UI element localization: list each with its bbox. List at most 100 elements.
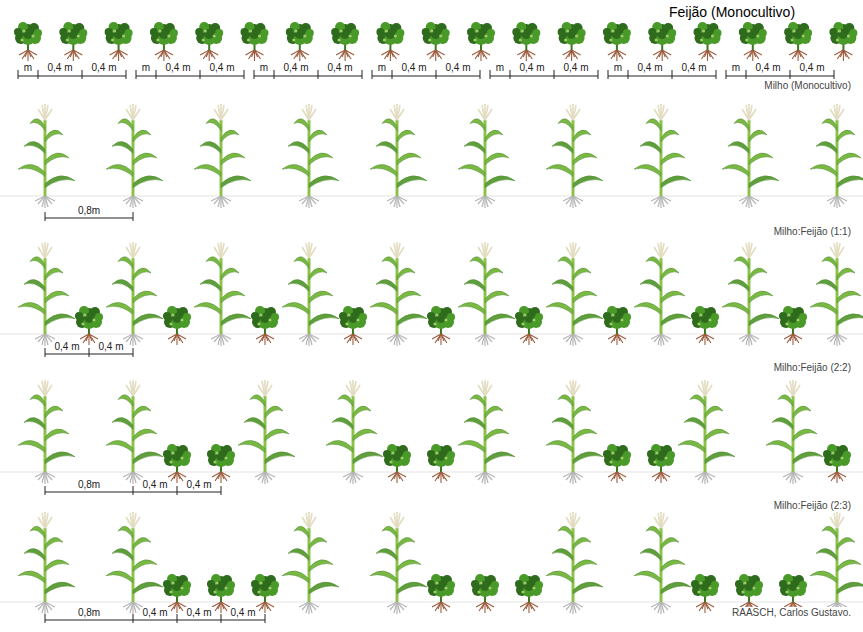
bean-highlight [609,322,612,325]
corn-leaf [470,395,485,407]
bean-plant [603,306,631,345]
corn-leaf [288,280,309,292]
corn-root [837,334,847,339]
dimension-label: 0,4 m [53,341,80,353]
corn-plant [546,380,603,484]
corn-leaf [552,418,573,430]
bean-highlight [224,456,227,459]
bean-highlight [356,318,359,321]
corn-tassel [309,247,316,258]
bean-highlight [697,590,700,593]
corn-tassel [573,109,580,120]
bean-leaf [163,450,171,458]
corn-leaf [816,280,837,292]
corn-tassel [573,247,580,258]
bean-root [28,50,37,55]
corn-leaf [661,560,685,572]
corn-leaf [634,302,661,314]
corn-root [651,602,661,607]
bean-leaf [251,580,259,588]
corn-root [387,196,397,201]
corn-root [133,196,143,201]
bean-highlight [530,34,533,37]
corn-root [133,334,143,339]
bean-plant [471,574,499,613]
bean-plant [648,22,676,61]
bean-leaf [436,581,446,591]
dimension-line [18,76,126,77]
corn-leaf [558,395,573,407]
corn-leaf [470,257,485,269]
corn-leaf [646,257,661,269]
bean-leaf [427,312,435,320]
corn-leaf [133,314,163,326]
bean-highlight [156,38,159,41]
corn-leaf [810,164,837,176]
bean-highlight [430,29,433,32]
corn-tassel [485,109,492,120]
corn-tassel [749,247,756,258]
bean-leaf [535,313,543,321]
bean-highlight [338,38,341,41]
corn-root [563,602,573,607]
bean-root [520,334,529,339]
corn-tassel [573,385,580,396]
bean-root [212,602,221,607]
bean-leaf [23,29,33,39]
bean-highlight [479,581,482,584]
corn-leaf [30,395,45,407]
bean-leaf [612,313,622,323]
corn-leaf [661,176,691,188]
corn-leaf [573,429,597,441]
corn-leaf [485,406,503,418]
corn-tassel [837,247,844,258]
corn-plant [18,104,75,208]
dimension-tick [265,614,266,623]
bean-highlight [92,318,95,321]
corn-tassel [42,513,45,528]
dimension-label: 0,4 m [282,62,309,74]
bean-leaf [515,312,523,320]
corn-leaf [112,280,133,292]
corn-leaf [573,176,603,188]
corn-tassel [570,513,573,528]
dimension-tick [274,70,275,79]
corn-root [484,334,485,346]
bean-highlight [167,34,170,37]
ground-line [0,196,863,197]
corn-root [387,602,397,607]
bean-highlight [611,451,614,454]
corn-root [221,196,231,201]
bean-root [608,334,617,339]
corn-leaf [294,257,309,269]
corn-leaf [837,582,863,594]
ground-line [0,334,863,335]
corn-leaf [133,452,163,464]
corn-root [827,196,837,201]
bean-highlight [122,34,125,37]
corn-leaf [106,440,133,452]
bean-leaf [799,581,807,589]
bean-root [476,602,485,607]
corn-leaf [546,164,573,176]
dimension-label: 0,4 m [46,62,73,74]
corn-root [661,602,671,607]
corn-leaf [309,130,327,142]
corn-root [397,602,407,607]
corn-tassel [746,105,749,120]
bean-leaf [215,29,223,37]
corn-leaf [552,280,573,292]
bean-leaf [711,581,719,589]
corn-leaf [45,153,69,165]
corn-leaf [326,440,353,452]
corn-leaf [640,142,661,154]
dimension-label: 0,4 m [185,607,212,619]
dimension-label: m [23,62,33,74]
bean-highlight [831,451,834,454]
bean-root [608,472,617,477]
bean-root [432,334,441,339]
dimension-label: 0,4 m [798,62,825,74]
bean-root [705,334,714,339]
corn-leaf [485,176,515,188]
corn-plant [634,104,691,208]
